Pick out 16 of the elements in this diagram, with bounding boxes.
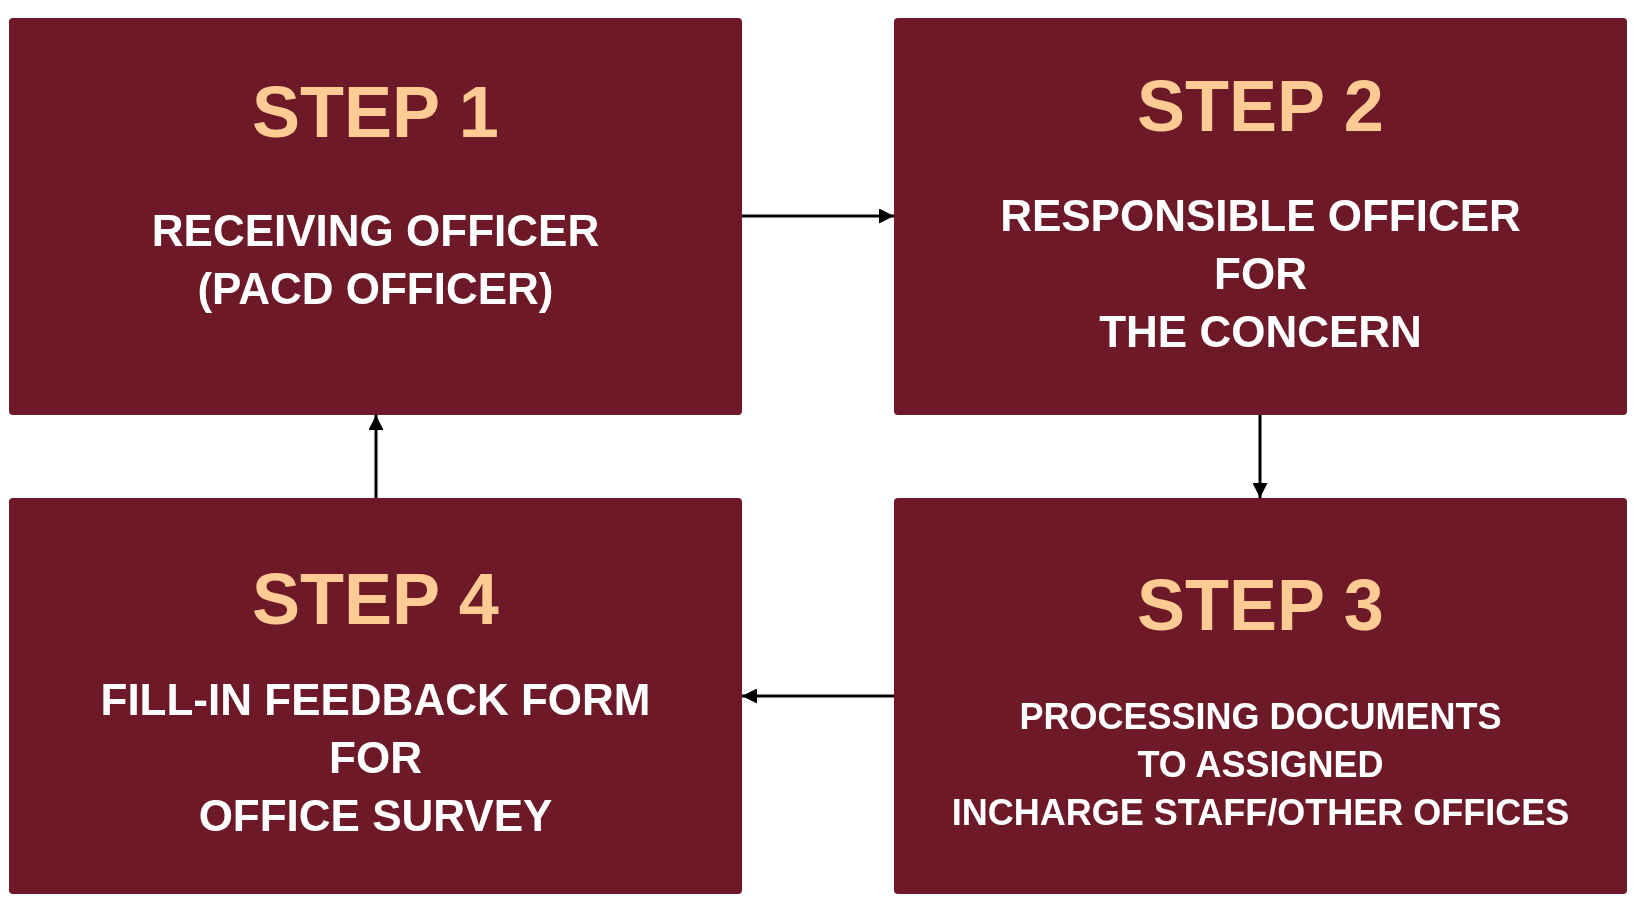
step-heading: STEP 3 (1136, 569, 1385, 641)
step-description: PROCESSING DOCUMENTS TO ASSIGNED INCHARGE STAFF/OTHER OFFICES (950, 695, 1571, 835)
process-box (894, 498, 1627, 894)
step-heading: STEP 2 (1136, 70, 1385, 142)
step-heading: STEP 1 (251, 76, 500, 148)
process-box (9, 498, 742, 894)
process-box (894, 18, 1627, 415)
step-description: RESPONSIBLE OFFICER FOR THE CONCERN (999, 190, 1522, 358)
arrow (742, 208, 894, 224)
process-box (9, 18, 742, 415)
arrow (742, 688, 894, 704)
arrow (368, 415, 384, 498)
step-heading: STEP 4 (251, 563, 500, 635)
step-description: RECEIVING OFFICER (PACD OFFICER) (150, 205, 601, 315)
step-description: FILL-IN FEEDBACK FORM FOR OFFICE SURVEY (99, 674, 652, 842)
arrow (1252, 415, 1268, 498)
